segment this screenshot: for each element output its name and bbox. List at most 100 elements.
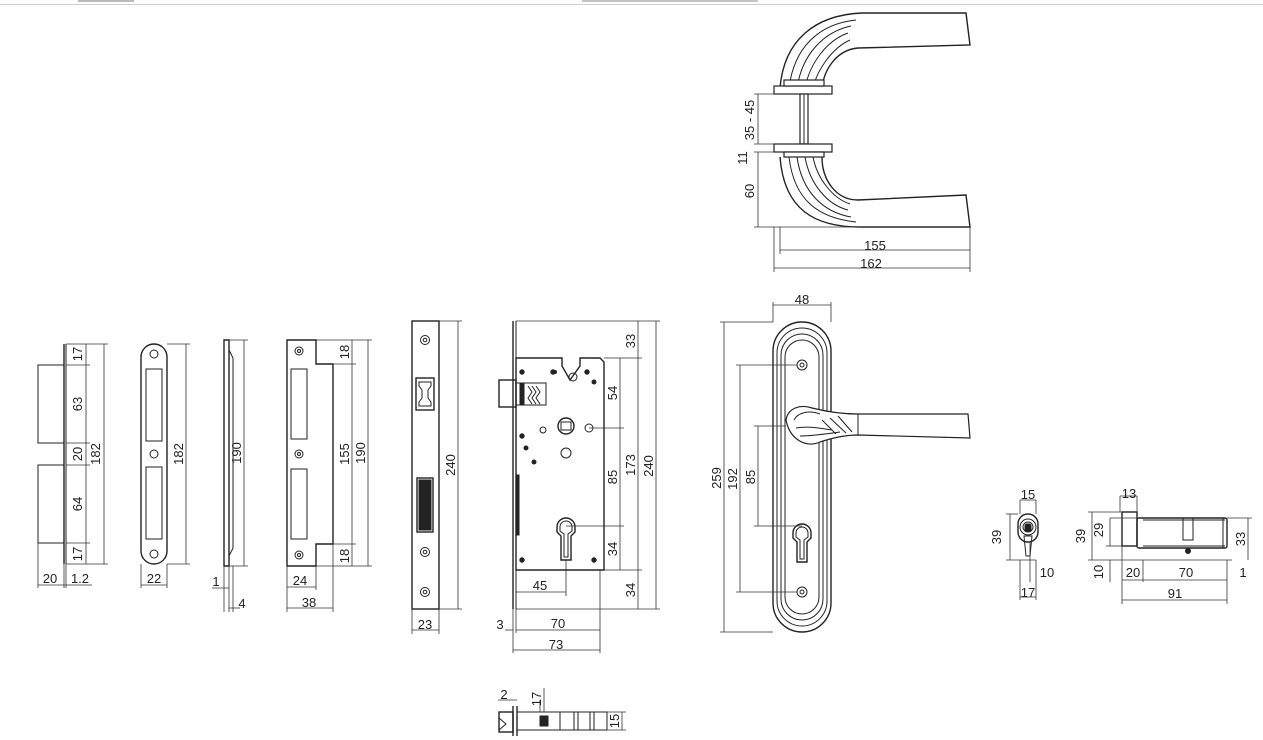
dim-plate-width: 22	[147, 571, 161, 586]
keyhole	[792, 523, 812, 563]
dim-screw-spacing: 192	[725, 468, 740, 490]
dim-body-top: 33	[623, 334, 638, 348]
lever-handle	[785, 405, 971, 445]
dim-strike-top: 17	[70, 347, 85, 361]
toolbar-divider	[0, 4, 1263, 5]
dim-latch-spindle: 54	[605, 386, 620, 400]
dim-knob-offset: 10	[1091, 565, 1106, 579]
dim-plate-width: 48	[795, 292, 809, 307]
strike-box-outline	[286, 339, 334, 567]
dim-rose-height: 11	[735, 151, 750, 165]
upper-lever-outline	[779, 12, 971, 89]
strike-plate-outline	[140, 343, 168, 565]
dim-handle-keyhole: 85	[743, 470, 758, 484]
top-toolbar-strip	[0, 0, 1263, 6]
upper-lever-groove	[796, 25, 852, 89]
lower-rose-cap	[783, 151, 825, 158]
dim-body-case: 173	[623, 454, 638, 476]
dim-body-depth: 73	[549, 637, 563, 652]
strike-upper-box	[37, 364, 65, 444]
upper-rose	[773, 85, 833, 95]
dim-body-bottom: 34	[623, 583, 638, 597]
dim-box-width: 38	[302, 595, 316, 610]
latch-head	[498, 711, 514, 733]
lock-faceplate: 240 23	[411, 320, 462, 634]
dim-strike-gap: 20	[70, 447, 85, 461]
faceplate-latch-hole	[415, 377, 435, 411]
toolbar-tab-left[interactable]	[78, 0, 134, 2]
strike-box-front: 18 155 190 18 24 38	[286, 339, 372, 612]
latch-bolt-detail: 2 17 15	[498, 687, 626, 736]
strike-side-view: 17 63 20 64 17 182 20 1.2	[37, 343, 108, 588]
dim-cyl-cam: 10	[1040, 565, 1054, 580]
strike-plate-slot	[145, 368, 163, 442]
cylinder-front-view: 15 39 10 17	[989, 487, 1054, 600]
dim-faceplate-height: 240	[443, 454, 458, 476]
dim-cyl-width: 15	[1021, 487, 1035, 502]
lower-lever-groove	[796, 156, 852, 218]
strike-box-slot	[290, 468, 308, 540]
dim-latch-gap: 2	[500, 687, 507, 702]
lower-lever-groove	[812, 156, 851, 205]
dim-total-length: 91	[1168, 586, 1182, 601]
dim-faceplate-width: 23	[418, 617, 432, 632]
cylinder-cam	[1182, 517, 1194, 541]
lower-rose	[773, 143, 833, 153]
dim-thin-height: 190	[229, 442, 244, 464]
strike-lower-box	[37, 464, 65, 544]
dim-box-bottom: 18	[337, 549, 352, 563]
backplate-outer	[772, 321, 832, 633]
dim-plate-height: 259	[709, 467, 724, 489]
dim-box-mid: 155	[337, 443, 352, 465]
dim-knob-length: 20	[1126, 565, 1140, 580]
dim-lever-drop: 60	[742, 184, 757, 198]
dim-body-total: 240	[641, 455, 656, 477]
upper-lever-groove	[788, 19, 857, 89]
cylinder-knob	[1121, 511, 1138, 547]
strike-box-slot	[290, 368, 308, 440]
dim-thin-b: 4	[238, 596, 245, 611]
toolbar-tab-center[interactable]	[582, 0, 758, 2]
handle-side-view: 35 - 45 11 60 155 162	[735, 12, 971, 272]
dim-strike-bottom: 17	[70, 547, 85, 561]
dim-strike-depth: 20	[43, 571, 57, 586]
dim-body-length: 70	[1179, 565, 1193, 580]
lower-lever-groove	[804, 156, 849, 211]
dim-cylinder-bottom: 34	[605, 542, 620, 556]
dim-box-depth: 24	[293, 573, 307, 588]
cylinder-body	[1136, 517, 1228, 549]
dim-cyl-height: 39	[989, 530, 1004, 544]
dim-knob-height: 39	[1073, 529, 1088, 543]
deadbolt	[418, 479, 432, 531]
dim-body-diameter: 33	[1233, 532, 1248, 546]
dim-latch-height: 15	[607, 714, 622, 728]
dim-latch-throw: 17	[529, 692, 544, 706]
cylinder-side-view: 13 39 29 33 10 20 70 1 91	[1073, 486, 1252, 604]
dim-lever-total: 162	[860, 256, 882, 271]
mortise-lock-body: 33 54 85 173 240 34 34 45 3 70 73	[496, 320, 660, 653]
dim-front-thickness: 3	[496, 617, 503, 632]
dim-strike-total: 182	[88, 443, 103, 465]
strike-plate-front: 182 22	[140, 343, 190, 588]
thin-plate-side: 190 1 4	[212, 339, 248, 612]
lower-lever-outline	[779, 156, 971, 228]
dim-lever-length: 155	[864, 238, 886, 253]
dim-thin-a: 1	[212, 574, 219, 589]
dim-strike-lower: 64	[70, 497, 85, 511]
dim-case-depth: 70	[551, 616, 565, 631]
spindle-hub	[557, 417, 575, 435]
dim-backset: 45	[533, 578, 547, 593]
dim-box-total: 190	[353, 442, 368, 464]
faceplate-bolt-hole	[416, 477, 434, 533]
cylinder-cutout	[556, 517, 576, 561]
dim-strike-thickness: 1.2	[71, 571, 89, 586]
dim-box-top: 18	[337, 345, 352, 359]
dim-spindle-cylinder: 85	[605, 470, 620, 484]
dim-body-height: 29	[1091, 523, 1106, 537]
upper-rose-cap	[783, 79, 825, 87]
handle-on-backplate: 48 259 192 85	[709, 292, 971, 633]
dim-knob-width: 13	[1122, 486, 1136, 501]
dim-handle-thickness: 35 - 45	[742, 100, 757, 140]
lock-case-outline	[515, 357, 605, 571]
